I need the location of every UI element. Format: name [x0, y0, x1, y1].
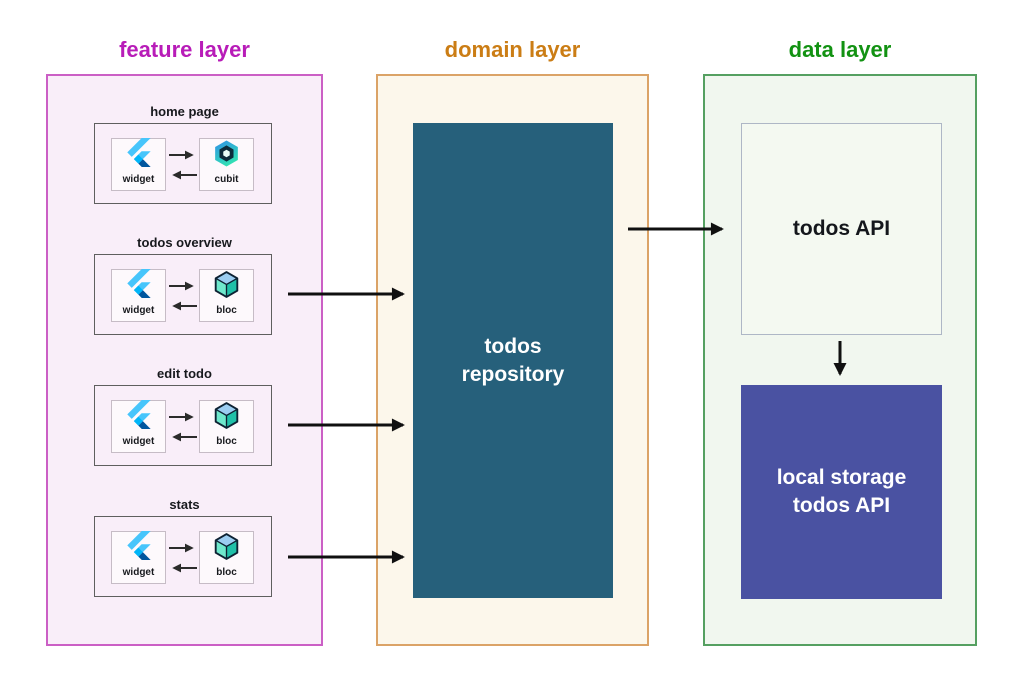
local-storage-label-line1: local storage: [776, 466, 907, 490]
arrow-widget-to-bloc-icon: [169, 281, 194, 291]
arrow-bloc-to-widget-icon: [172, 563, 197, 573]
bloc-tile: bloc: [199, 400, 254, 453]
local-storage-todos-api-box: local storage todos API: [741, 385, 942, 599]
widget-bloc-arrows: [167, 542, 199, 574]
widget-tile: widget: [111, 531, 166, 584]
arrow-widget-to-cubit-icon: [169, 150, 194, 160]
arrow-widget-to-bloc-icon: [169, 412, 194, 422]
data-layer-panel: todos API local storage todos API: [703, 74, 977, 646]
todos-api-label: todos API: [792, 217, 891, 240]
widget-tile: widget: [111, 269, 166, 322]
feature-card-stats: widget bloc: [94, 516, 272, 597]
widget-tile-label: widget: [122, 305, 155, 316]
domain-layer-title: domain layer: [444, 37, 581, 62]
cubit-tile: cubit: [199, 138, 254, 191]
flutter-icon: [126, 138, 151, 172]
widget-bloc-arrows: [167, 280, 199, 312]
todos-repository-label-line1: todos: [484, 334, 542, 358]
feature-layer-panel: home page widget: [46, 74, 323, 646]
feature-layer-title: feature layer: [119, 37, 250, 62]
cubit-tile-label: cubit: [214, 174, 239, 185]
bloc-tile-label: bloc: [216, 305, 237, 316]
feature-label-todos-overview: todos overview: [137, 235, 232, 250]
widget-cubit-arrows: [167, 149, 199, 181]
local-storage-label-line2: todos API: [792, 494, 891, 517]
feature-card-home-page: widget cubit: [94, 123, 272, 204]
data-layer-title: data layer: [788, 37, 892, 62]
domain-layer-panel: todos repository: [376, 74, 649, 646]
feature-label-stats: stats: [169, 497, 200, 512]
bloc-icon: [213, 533, 240, 565]
widget-tile-label: widget: [122, 567, 155, 578]
feature-card-edit-todo: widget bloc: [94, 385, 272, 466]
arrow-bloc-to-widget-icon: [172, 432, 197, 442]
bloc-icon: [213, 271, 240, 303]
feature-label-home-page: home page: [150, 104, 219, 119]
bloc-icon: [213, 402, 240, 434]
widget-bloc-arrows: [167, 411, 199, 443]
widget-tile: widget: [111, 400, 166, 453]
widget-tile: widget: [111, 138, 166, 191]
arrow-bloc-to-widget-icon: [172, 301, 197, 311]
feature-label-edit-todo: edit todo: [157, 366, 212, 381]
flutter-icon: [126, 269, 151, 303]
feature-card-todos-overview: widget bloc: [94, 254, 272, 335]
arrow-cubit-to-widget-icon: [172, 170, 197, 180]
flutter-icon: [126, 400, 151, 434]
cubit-icon: [213, 140, 240, 172]
flutter-icon: [126, 531, 151, 565]
widget-tile-label: widget: [122, 436, 155, 447]
bloc-tile-label: bloc: [216, 567, 237, 578]
todos-repository-box: todos repository: [413, 123, 613, 598]
bloc-tile: bloc: [199, 531, 254, 584]
todos-repository-label-line2: repository: [461, 362, 565, 386]
widget-tile-label: widget: [122, 174, 155, 185]
todos-api-box: todos API: [741, 123, 942, 335]
bloc-tile: bloc: [199, 269, 254, 322]
bloc-tile-label: bloc: [216, 436, 237, 447]
arrow-widget-to-bloc-icon: [169, 543, 194, 553]
